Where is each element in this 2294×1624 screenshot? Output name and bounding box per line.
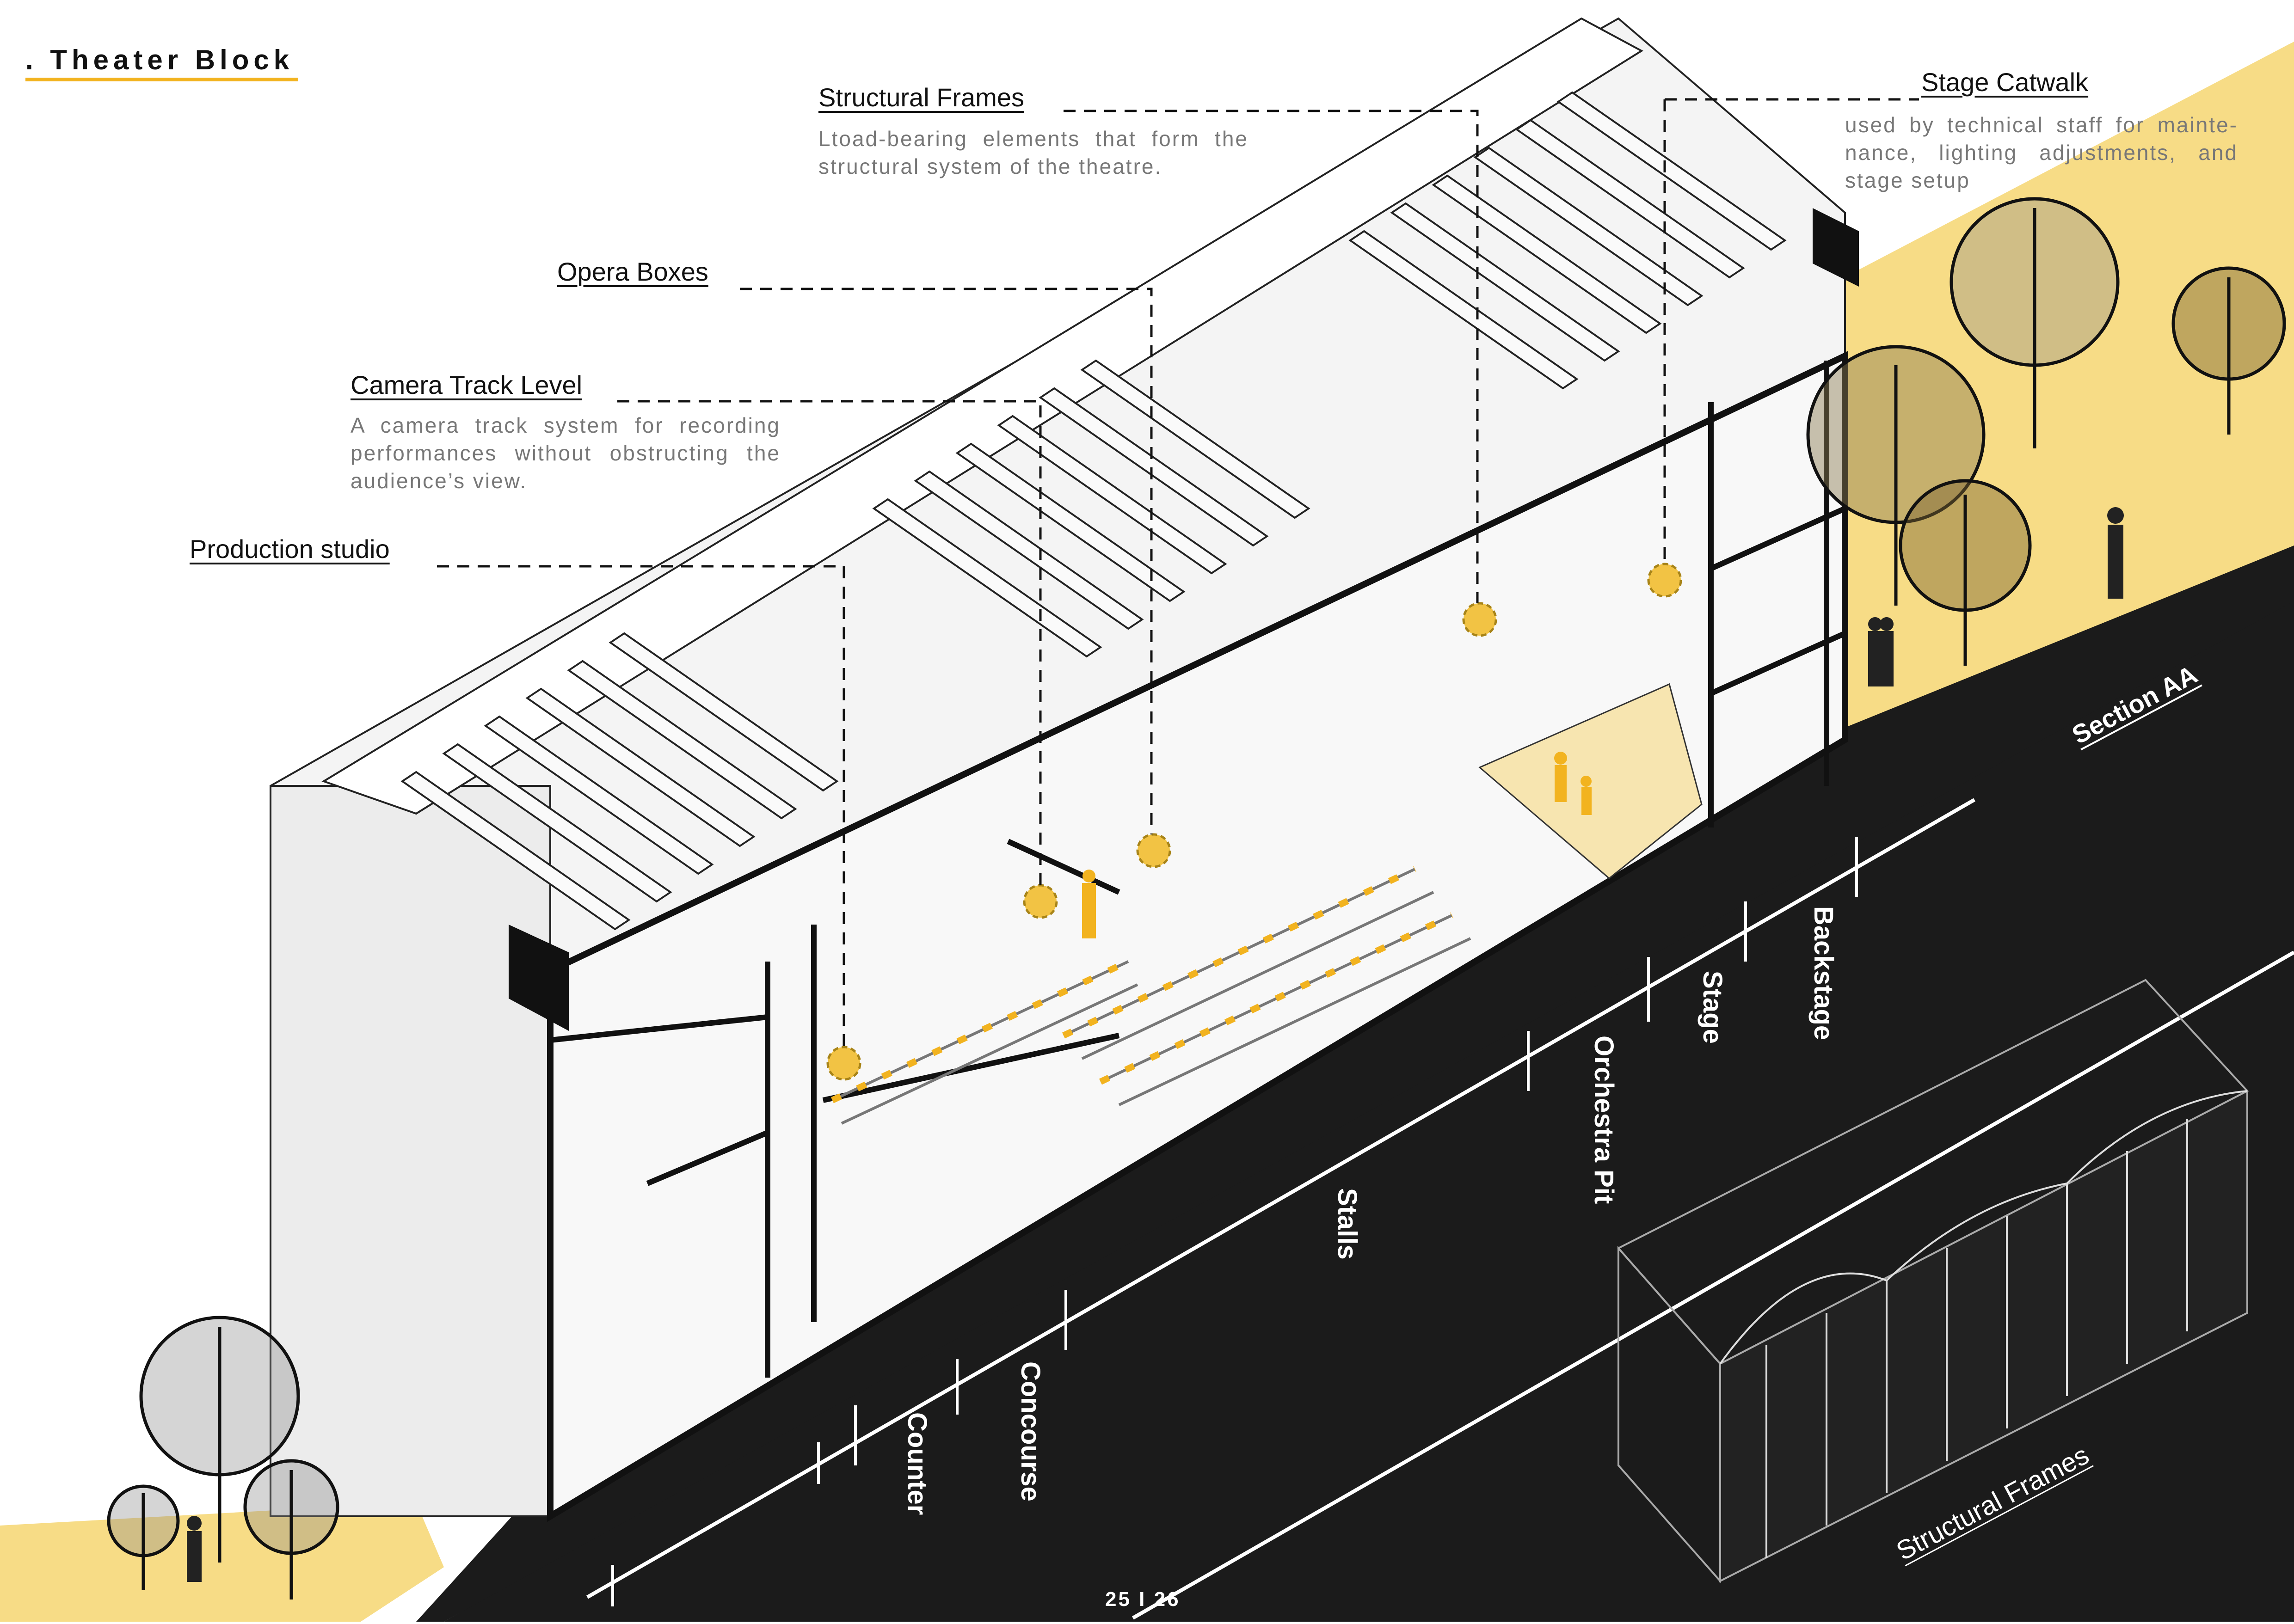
leader-lines	[437, 98, 1919, 1047]
sidewalk-right	[1827, 42, 2294, 763]
interior-floors	[547, 361, 1846, 1516]
trees-left	[107, 1316, 339, 1599]
marker-structural-frames	[1462, 602, 1497, 637]
callout-stage-catwalk-desc: used by technical staff for mainte-nance…	[1845, 113, 2238, 192]
callout-structural-frames-title: Structural Frames	[818, 83, 1024, 112]
zone-backstage: Backstage	[1808, 906, 1839, 1041]
structural-frames-axo	[1617, 979, 2249, 1584]
zone-counter: Counter	[902, 1412, 932, 1515]
pedestrians	[187, 507, 2124, 1582]
zone-ticks	[611, 837, 1858, 1606]
callout-opera-boxes-title: Opera Boxes	[557, 257, 708, 286]
building-left-wall	[270, 785, 551, 1517]
ground-front	[416, 545, 2294, 1622]
seat-accents	[831, 866, 1453, 1103]
roof-end-block	[509, 925, 569, 1031]
building-top-slab	[321, 17, 1643, 815]
zone-orchestra-pit: Orchestra Pit	[1589, 1036, 1619, 1204]
zone-stage: Stage	[1697, 971, 1728, 1044]
roof-end-block-right	[1813, 208, 1859, 287]
marker-stage-catwalk	[1647, 563, 1682, 598]
zone-concourse: Concourse	[1015, 1361, 1046, 1501]
seating-rows	[831, 868, 1471, 1125]
performer-figures	[1082, 752, 1592, 938]
marker-opera-boxes	[1136, 833, 1171, 868]
roof-beams	[400, 91, 1787, 931]
callout-camera-track-title: Camera Track Level	[351, 370, 583, 399]
zone-stalls: Stalls	[1332, 1188, 1362, 1260]
title-underline	[25, 78, 298, 81]
callout-camera-track-desc: A camera track system for recording perf…	[351, 413, 781, 493]
marker-production-studio	[826, 1046, 861, 1081]
trees-right	[1806, 197, 2286, 666]
callout-markers	[826, 563, 1682, 1081]
callout-stage-catwalk-title: Stage Catwalk	[1921, 67, 2089, 97]
callout-structural-frames-desc: Ltoad-bearing elements that form the str…	[818, 127, 1248, 178]
sidewalk-left	[0, 1502, 444, 1622]
page-number: 25 I 26	[1105, 1588, 1181, 1611]
marker-camera-track	[1023, 884, 1058, 919]
street-line-2	[1132, 950, 2294, 1620]
callout-production-studio-title: Production studio	[190, 534, 390, 564]
page-title: . Theater Block	[25, 44, 294, 75]
